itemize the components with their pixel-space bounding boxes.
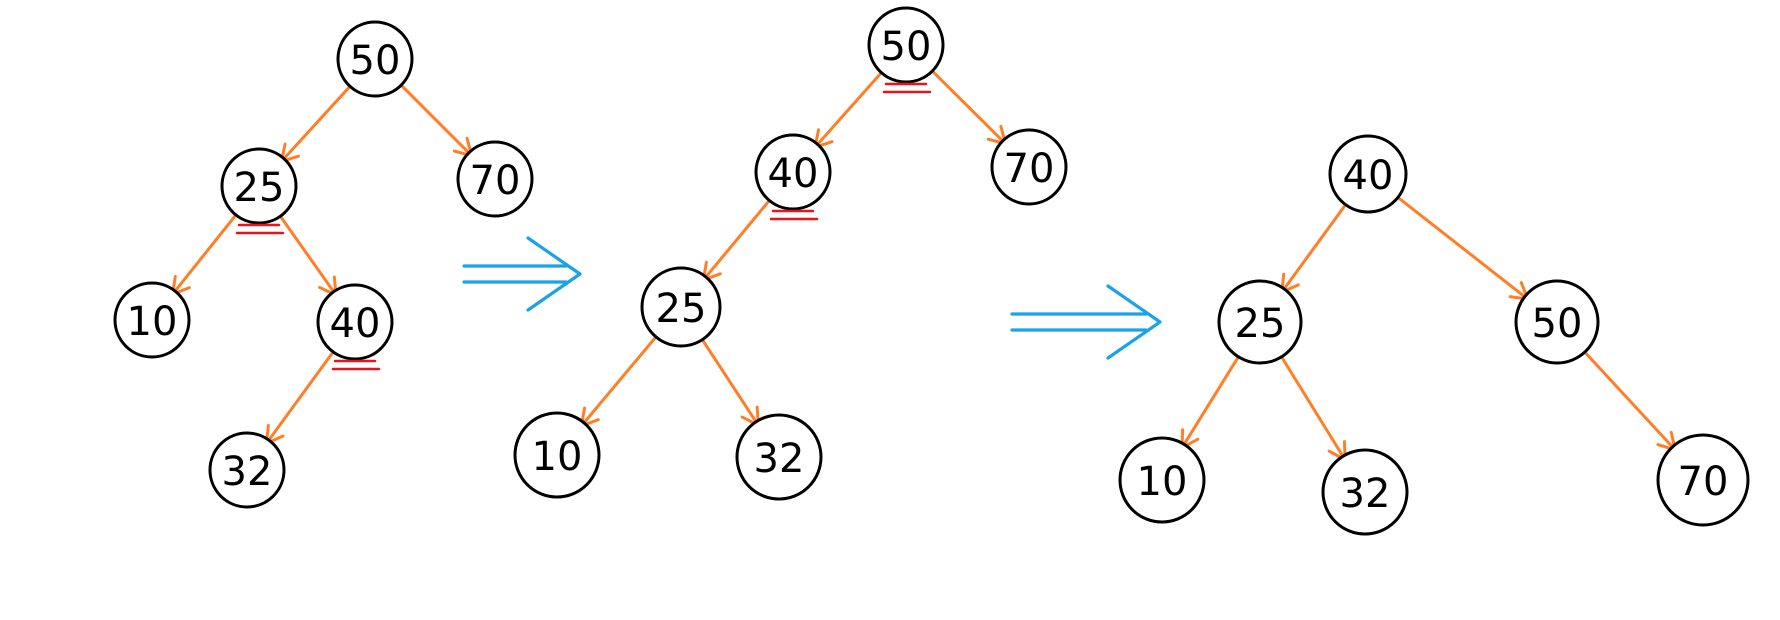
node-label: 40 — [768, 151, 819, 197]
tree-edge-b40-b25 — [701, 198, 771, 282]
tree-node-10: 10 — [513, 411, 601, 499]
node-label: 70 — [1004, 146, 1055, 192]
tree-node-25: 25 — [220, 147, 298, 235]
node-circle — [1656, 433, 1750, 527]
node-circle — [735, 413, 823, 501]
tree-node-40: 40 — [316, 283, 394, 371]
node-label: 10 — [532, 434, 583, 480]
node-circle — [640, 266, 722, 348]
node-label: 50 — [881, 24, 932, 70]
node-circle — [208, 431, 286, 509]
tree-after-left-rotation-nodes: 50 40 70 25 10 32 — [513, 6, 1068, 501]
tree-node-70: 70 — [1656, 433, 1750, 527]
tree-edge-c50-c70 — [1583, 350, 1677, 452]
tree-node-50: 50 — [1514, 279, 1600, 365]
tree-node-25: 25 — [1217, 279, 1303, 365]
node-circle — [456, 140, 534, 218]
node-circle — [220, 147, 298, 225]
node-label: 25 — [1235, 301, 1286, 347]
tree-edge-a25-a40 — [278, 214, 338, 297]
node-label: 25 — [656, 286, 707, 332]
tree-edge-a25-a10 — [171, 213, 238, 296]
node-circle — [990, 128, 1068, 206]
tree-edge-c25-c10 — [1180, 355, 1240, 450]
tree-edge-b25-b32 — [700, 338, 760, 427]
node-label: 50 — [350, 38, 401, 84]
highlight-underline — [331, 359, 381, 371]
node-label: 25 — [234, 165, 285, 211]
node-circle — [1328, 134, 1408, 214]
node-circle — [1321, 448, 1409, 536]
tree-node-10: 10 — [1118, 436, 1206, 524]
tree-node-40: 40 — [1328, 134, 1408, 214]
edges-layer — [171, 69, 1677, 462]
tree-edge-b50-b40 — [813, 71, 883, 149]
node-circle — [754, 133, 832, 211]
node-label: 70 — [1678, 459, 1729, 505]
tree-after-right-rotation-nodes: 40 25 50 10 32 70 — [1118, 134, 1750, 536]
tree-after-left-rotation — [579, 69, 1008, 428]
tree-edge-a40-a32 — [264, 350, 335, 445]
node-circle — [336, 20, 414, 98]
node-label: 10 — [1137, 459, 1188, 505]
tree-node-32: 32 — [1321, 448, 1409, 536]
tree-node-40: 40 — [754, 133, 832, 221]
tree-edge-a50-a25 — [279, 84, 352, 164]
node-circle — [1514, 279, 1600, 365]
tree-node-70: 70 — [990, 128, 1068, 206]
tree-node-25: 25 — [640, 266, 722, 348]
tree-node-50: 50 — [867, 6, 945, 94]
node-circle — [513, 411, 601, 499]
tree-edge-b50-b70 — [930, 69, 1008, 146]
tree-edge-c40-c25 — [1280, 203, 1348, 294]
node-label: 70 — [470, 158, 521, 204]
tree-node-10: 10 — [113, 281, 191, 359]
tree-node-70: 70 — [456, 140, 534, 218]
tree-edge-c40-c50 — [1396, 195, 1530, 301]
node-label: 10 — [127, 299, 178, 345]
node-circle — [1118, 436, 1206, 524]
tree-before — [171, 83, 474, 445]
nodes-layer: 50 25 70 10 40 32 50 40 70 25 10 32 40 25 50 10 32 70 — [113, 6, 1750, 536]
node-circle — [1217, 279, 1303, 365]
transition-arrows-layer — [462, 236, 1162, 360]
tree-node-32: 32 — [208, 431, 286, 509]
node-circle — [867, 6, 945, 84]
double-arrow-icon — [1010, 284, 1162, 360]
tree-before-nodes: 50 25 70 10 40 32 — [113, 20, 534, 509]
node-circle — [113, 281, 191, 359]
highlight-underline — [882, 82, 932, 94]
highlight-underline — [769, 209, 819, 221]
tree-node-32: 32 — [735, 413, 823, 501]
node-label: 32 — [1340, 471, 1391, 517]
tree-edge-c25-c32 — [1280, 355, 1347, 462]
node-label: 40 — [1343, 153, 1394, 199]
node-label: 40 — [330, 301, 381, 347]
double-arrow-icon — [462, 236, 582, 312]
highlight-underline — [235, 223, 285, 235]
tree-edge-b25-b10 — [579, 335, 658, 428]
node-label: 50 — [1532, 301, 1583, 347]
node-circle — [316, 283, 394, 361]
tree-node-50: 50 — [336, 20, 414, 98]
tree-edge-a50-a70 — [399, 83, 474, 158]
node-label: 32 — [754, 436, 805, 482]
node-label: 32 — [222, 449, 273, 495]
